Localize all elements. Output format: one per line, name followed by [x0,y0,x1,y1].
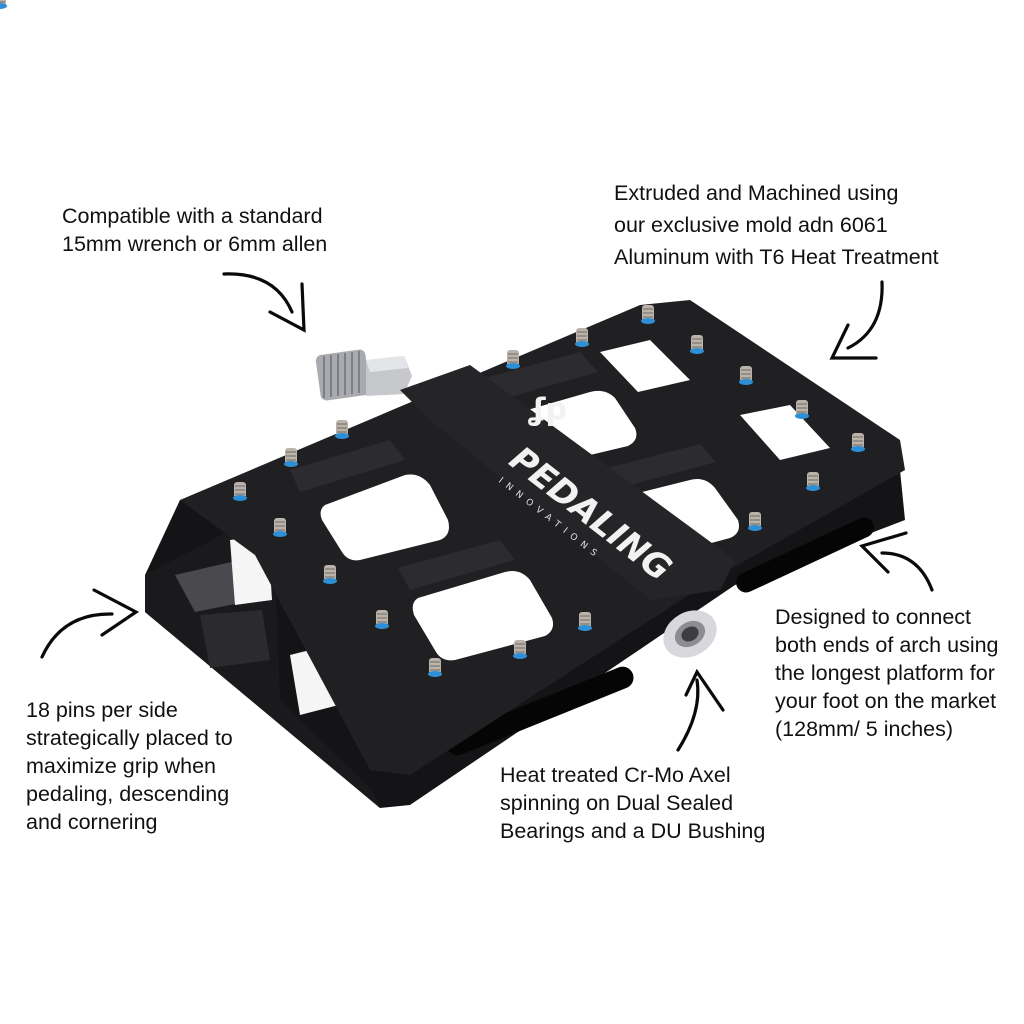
callout-text-line: Extruded and Machined using [614,181,899,205]
pedal-top-face [180,300,905,775]
callout-material: Extruded and Machined using our exclusiv… [614,177,939,273]
callout-text-line: (128mm/ 5 inches) [775,717,954,741]
callout-text-line: Designed to connect [775,605,972,629]
callout-text-line: 18 pins per side [26,698,178,722]
callout-text-line: our exclusive mold adn 6061 [614,213,888,237]
callout-text-line: strategically placed to [26,726,233,750]
callout-text-line: Heat treated Cr-Mo Axel [500,763,731,787]
callout-text-line: both ends of arch using [775,633,999,657]
callout-text-line: Compatible with a standard [62,204,323,228]
callout-platform: Designed to connect both ends of arch us… [775,603,999,743]
callout-wrench: Compatible with a standard 15mm wrench o… [62,202,327,258]
svg-text:ʆp: ʆp [528,392,567,427]
callout-text-line: Bearings and a DU Bushing [500,819,766,843]
traction-pins [0,0,7,9]
callout-text-line: 15mm wrench or 6mm allen [62,232,328,256]
callout-text-line: maximize grip when [26,754,216,778]
spindle [315,349,412,401]
callout-text-line: spinning on Dual Sealed [500,791,734,815]
callout-text-line: pedaling, descending [26,782,230,806]
callout-text-line: the longest platform for [775,661,995,685]
axle-end-cap [663,610,717,658]
callout-axle: Heat treated Cr-Mo Axel spinning on Dual… [500,761,765,845]
callout-text-line: your foot on the market [775,689,997,713]
callout-text-line: Aluminum with T6 Heat Treatment [614,245,939,269]
pedal-center-spine [400,365,735,600]
callout-text-line: and cornering [26,810,158,834]
callout-pins: 18 pins per side strategically placed to… [26,696,233,836]
